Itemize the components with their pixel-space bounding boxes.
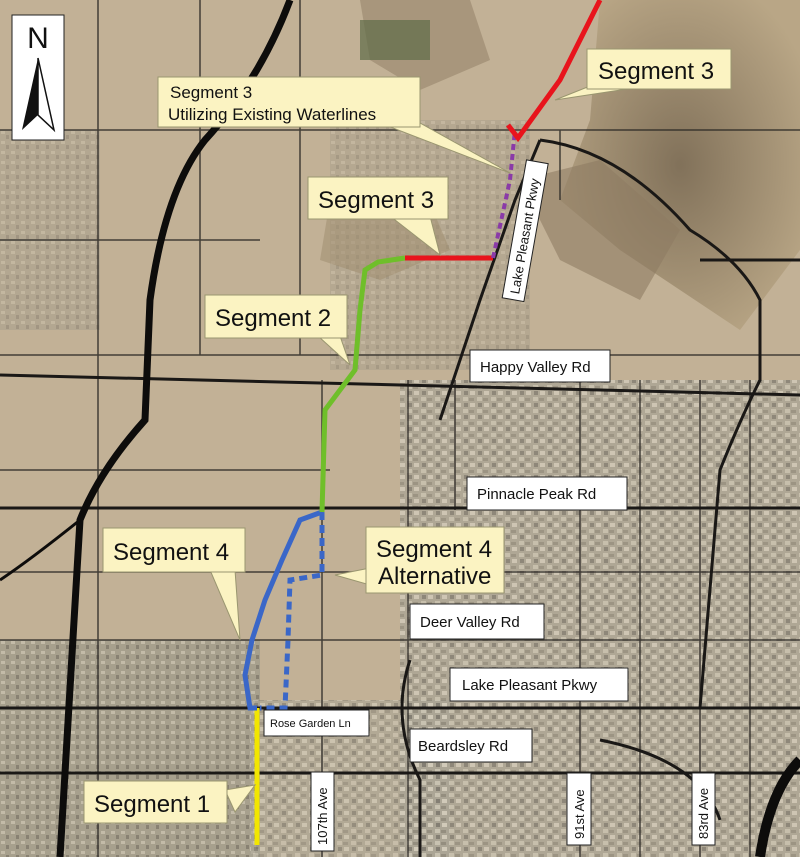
segment-4-line	[242, 509, 323, 711]
street-label-deer-valley-text: Deer Valley Rd	[420, 614, 520, 631]
callout-segment3-existing-line2: Utilizing Existing Waterlines	[168, 105, 376, 124]
street-label-beardsley-text: Beardsley Rd	[418, 738, 508, 755]
street-label-rose-garden: Rose Garden Ln	[263, 709, 370, 737]
street-label-lake-pleasant-text: Lake Pleasant Pkwy	[462, 677, 598, 694]
street-label-lake-pleasant: Lake Pleasant Pkwy	[449, 667, 629, 702]
urban-area-west	[0, 130, 100, 330]
street-label-deer-valley: Deer Valley Rd	[409, 603, 545, 640]
segment-3-top-line	[506, 0, 603, 143]
street-label-107th: 107th Ave	[310, 771, 335, 852]
north-arrow: N	[11, 14, 65, 141]
street-label-beardsley: Beardsley Rd	[409, 728, 533, 763]
green-field	[360, 20, 430, 60]
street-label-91st: 91st Ave	[566, 772, 592, 846]
callout-segment2-text: Segment 2	[215, 305, 331, 332]
callout-segment3-top: Segment 3	[554, 48, 732, 101]
freeway-ramp	[0, 518, 81, 582]
segment-4-alt-line	[260, 512, 325, 711]
callout-segment3-mid: Segment 3	[307, 176, 449, 257]
callout-segment4-alt: Segment 4 Alternative	[334, 526, 505, 594]
north-label: N	[27, 22, 49, 55]
urban-area-southwest	[0, 640, 260, 857]
street-label-rose-garden-text: Rose Garden Ln	[270, 718, 351, 730]
street-label-107th-text: 107th Ave	[315, 787, 330, 845]
street-label-pinnacle-peak: Pinnacle Peak Rd	[466, 476, 628, 511]
callout-segment4: Segment 4	[102, 527, 246, 641]
street-label-91st-text: 91st Ave	[572, 789, 587, 839]
callout-segment4-text: Segment 4	[113, 539, 229, 566]
major-roads	[0, 138, 800, 857]
segment-3-existing-line	[491, 129, 517, 259]
callout-segment3-top-text: Segment 3	[598, 58, 714, 85]
street-label-pinnacle-peak-text: Pinnacle Peak Rd	[477, 486, 596, 503]
callout-segment3-mid-text: Segment 3	[318, 187, 434, 214]
callout-segment1-text: Segment 1	[94, 791, 210, 818]
segment-2-line	[319, 255, 406, 513]
callout-segment4-alt-line1: Segment 4	[376, 536, 492, 563]
callout-segment1: Segment 1	[83, 780, 257, 824]
street-label-83rd-text: 83rd Ave	[696, 788, 711, 839]
freeway-loop	[755, 756, 800, 857]
street-label-happy-valley: Happy Valley Rd	[469, 349, 611, 383]
callout-segment2: Segment 2	[204, 294, 351, 366]
callout-segment3-existing-line1: Segment 3	[170, 83, 252, 102]
street-label-happy-valley-text: Happy Valley Rd	[480, 359, 591, 376]
callout-segment4-alt-line2: Alternative	[378, 563, 491, 590]
callout-segment3-existing: Segment 3 Utilizing Existing Waterlines	[157, 76, 511, 174]
street-label-83rd: 83rd Ave	[691, 772, 716, 846]
